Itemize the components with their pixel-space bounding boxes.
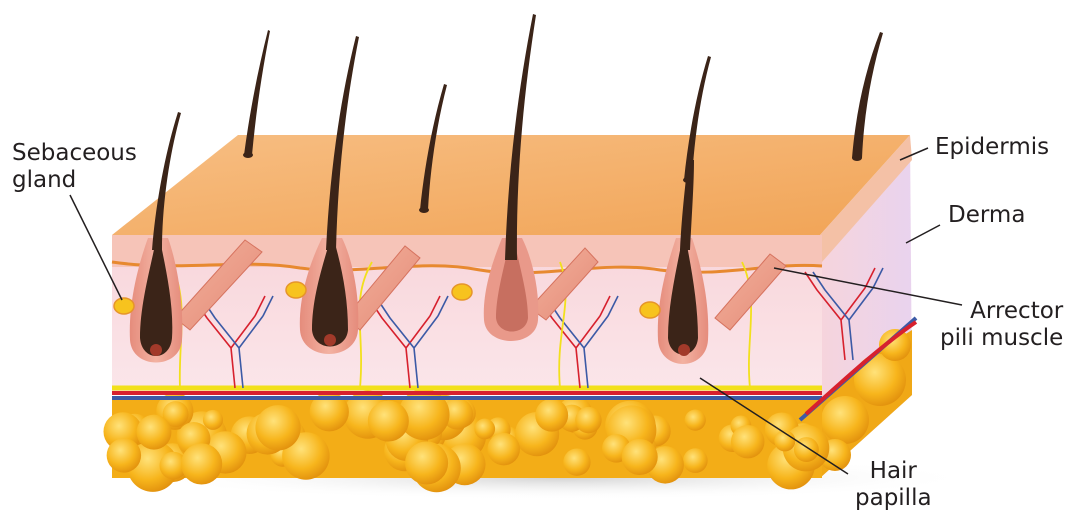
- fat-globule: [255, 405, 300, 450]
- derma-leader: [906, 225, 940, 243]
- fat-globule: [368, 401, 409, 442]
- label-hair-papilla: Hair papilla: [855, 458, 932, 512]
- fat-globule: [136, 415, 171, 450]
- fat-globule: [575, 407, 601, 433]
- fat-globule: [683, 448, 708, 473]
- fat-globule: [181, 443, 222, 484]
- label-sebaceous-gland: Sebaceous gland: [12, 140, 137, 194]
- label-epidermis: Epidermis: [935, 134, 1049, 161]
- fat-globule: [405, 441, 448, 484]
- fat-globule: [487, 433, 520, 466]
- fat-globule: [203, 410, 223, 430]
- epidermis-cells: [112, 235, 822, 267]
- fat-globule: [535, 399, 568, 432]
- fat-globule: [107, 438, 141, 472]
- label-arrector-pili-muscle: Arrector pili muscle: [940, 298, 1063, 352]
- fat-globule: [474, 419, 495, 440]
- fat-globule: [731, 425, 764, 458]
- fat-globule: [563, 448, 590, 475]
- fat-globule: [622, 439, 658, 475]
- fat-globule: [685, 410, 706, 431]
- label-derma: Derma: [948, 202, 1025, 229]
